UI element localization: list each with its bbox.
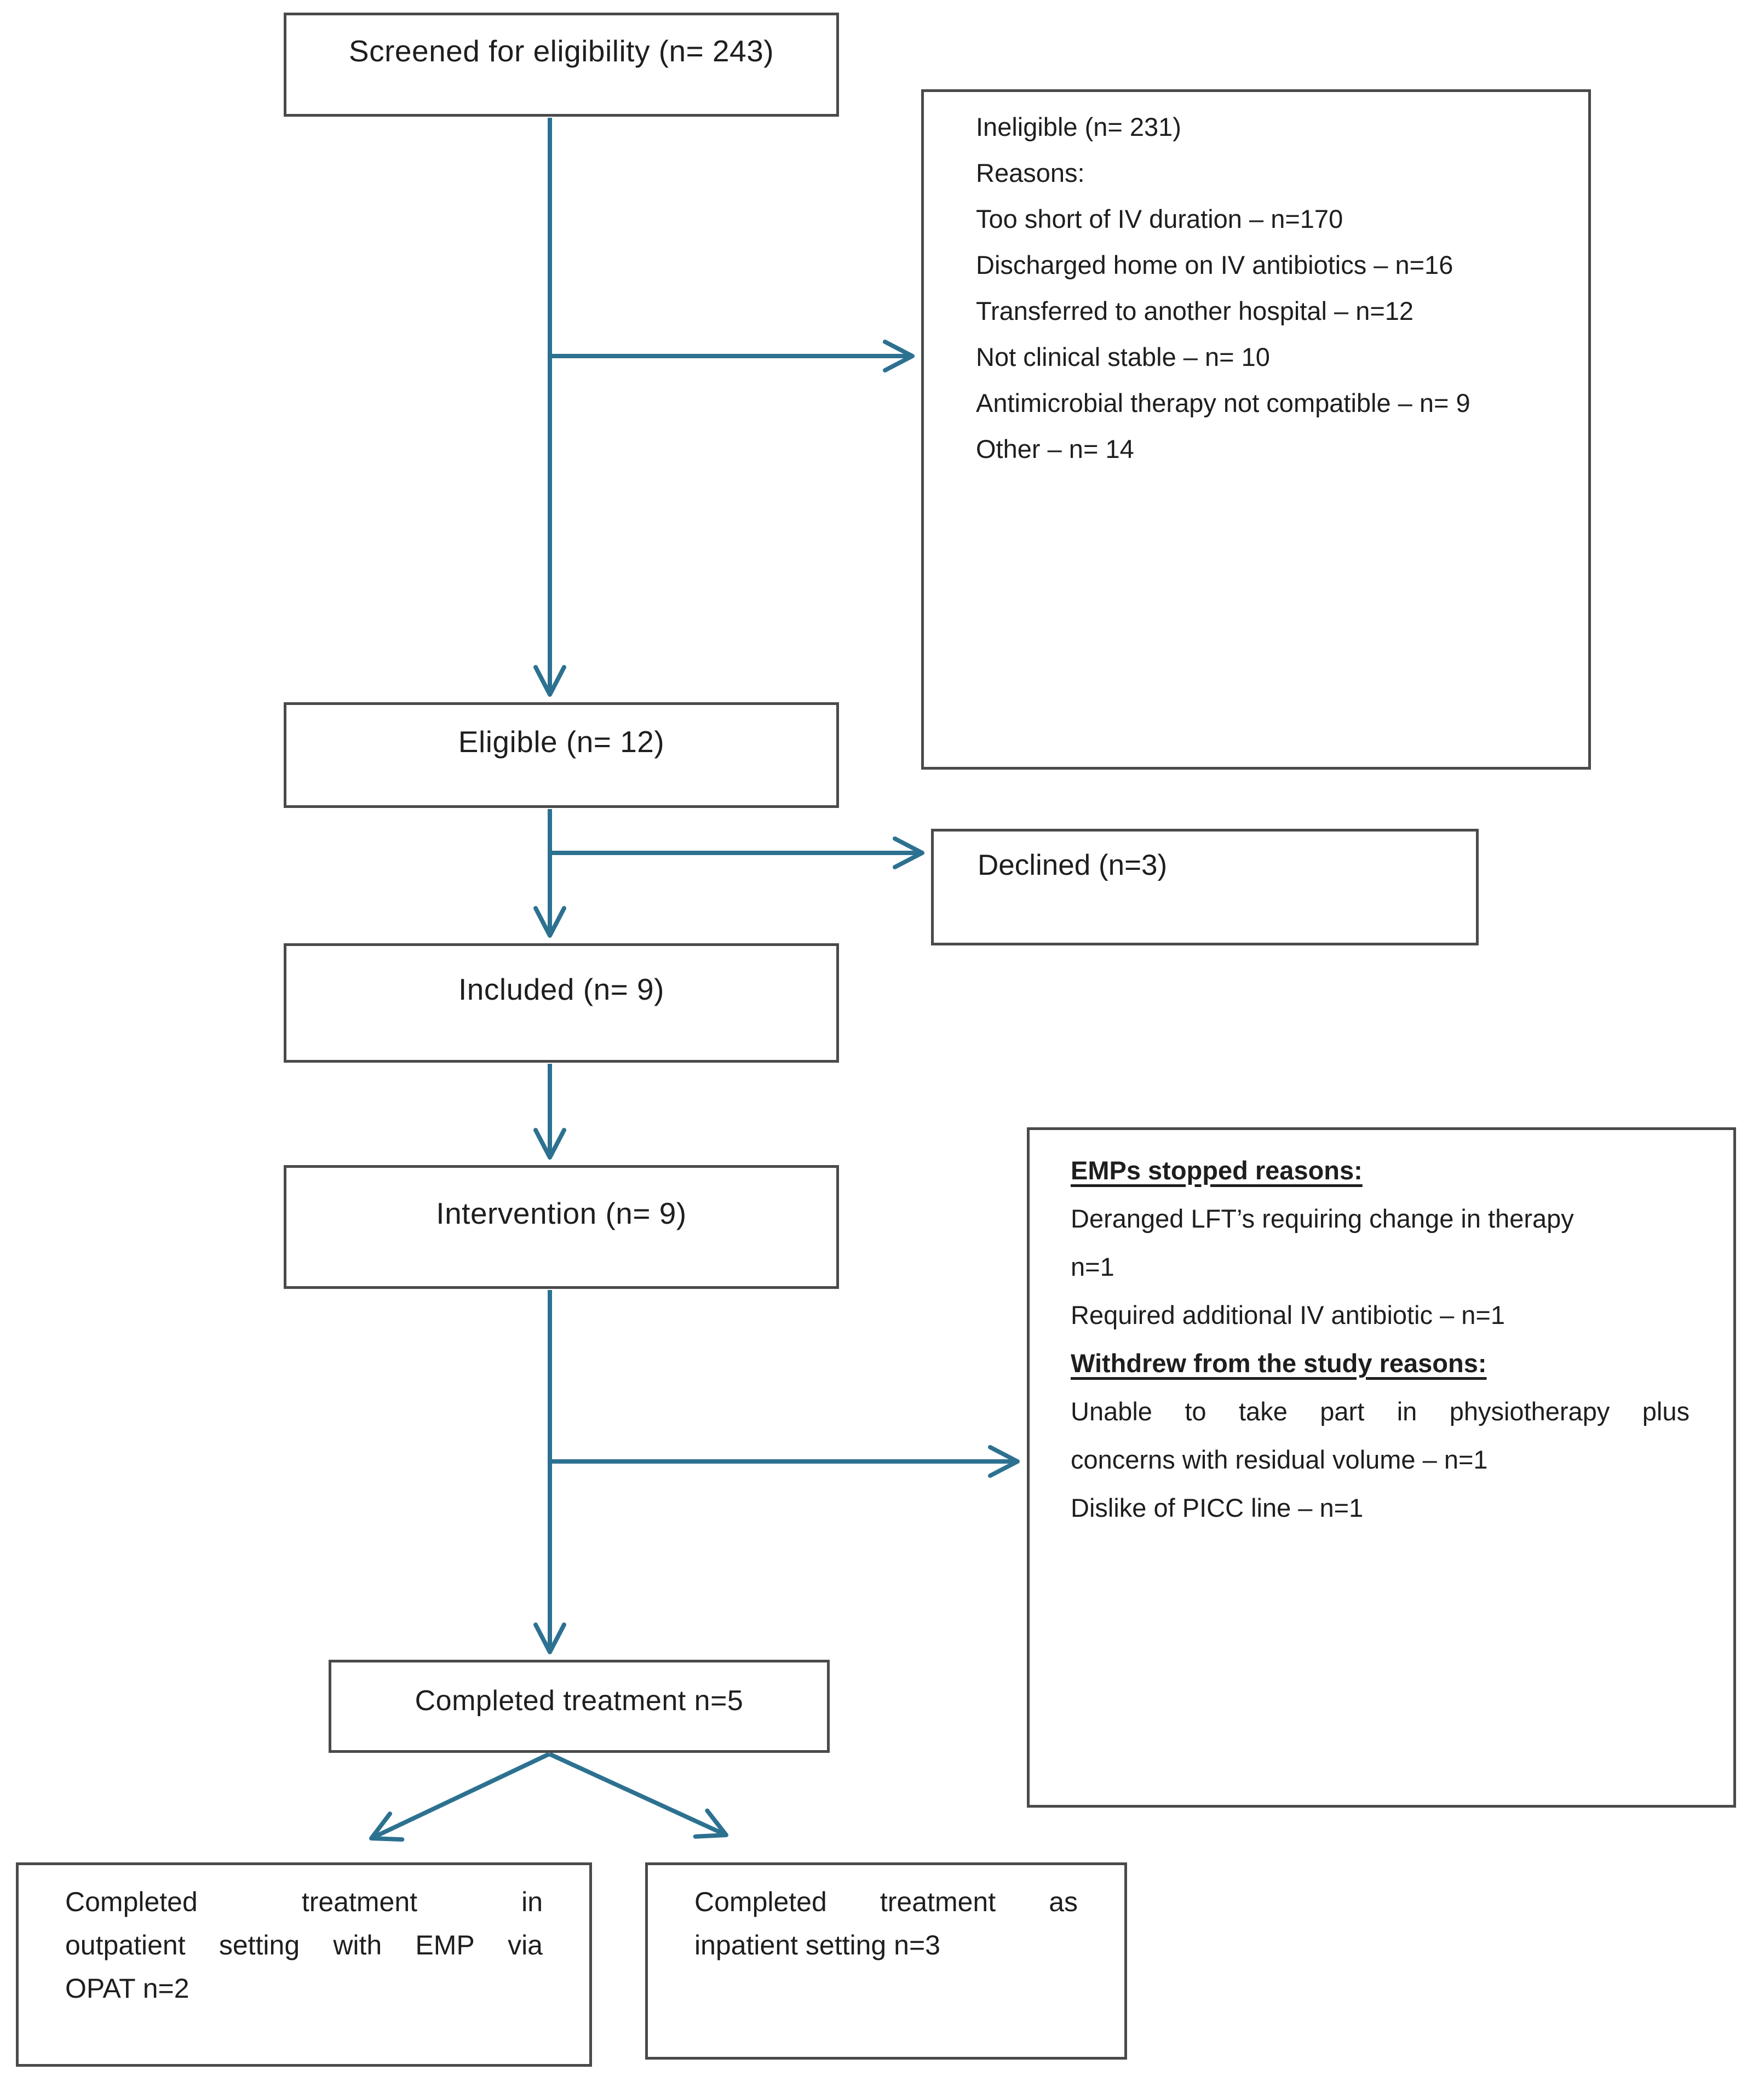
ineligible-reason-not-stable: Not clinical stable – n= 10 [976, 342, 1270, 371]
ineligible-reason-transferred: Transferred to another hospital – n=12 [976, 296, 1414, 325]
outpatient-line-2: outpatient setting with EMP via [65, 1930, 543, 1960]
ineligible-reason-other: Other – n= 14 [976, 434, 1134, 463]
ineligible-title: Ineligible (n= 231) [976, 112, 1181, 141]
emps-stopped-heading: EMPs stopped reasons: [1071, 1156, 1363, 1185]
intervention-label: Intervention (n= 9) [436, 1196, 687, 1230]
box-included: Included (n= 9) [284, 943, 839, 1063]
box-eligible: Eligible (n= 12) [284, 702, 839, 808]
inpatient-line-2: inpatient setting n=3 [694, 1930, 940, 1960]
box-completed-outpatient: Completed treatment in outpatient settin… [16, 1862, 592, 2067]
emps-reason-deranged-lft-count: n=1 [1071, 1252, 1114, 1281]
ineligible-reason-antimicrobial: Antimicrobial therapy not compatible – n… [976, 388, 1470, 417]
box-completed-treatment: Completed treatment n=5 [329, 1660, 830, 1753]
ineligible-reason-iv-duration: Too short of IV duration – n=170 [976, 204, 1343, 233]
box-intervention: Intervention (n= 9) [284, 1165, 839, 1289]
box-ineligible-reasons: Ineligible (n= 231) Reasons: Too short o… [921, 89, 1591, 770]
outpatient-line-3: OPAT n=2 [65, 1973, 189, 2004]
box-emps-withdrawal-reasons: EMPs stopped reasons: Deranged LFT’s req… [1027, 1127, 1736, 1808]
emps-reason-additional-antibiotic: Required additional IV antibiotic – n=1 [1071, 1300, 1506, 1329]
eligible-label: Eligible (n= 12) [458, 724, 665, 759]
included-label: Included (n= 9) [458, 972, 664, 1006]
box-completed-inpatient: Completed treatment as inpatient setting… [645, 1862, 1127, 2060]
declined-label: Declined (n=3) [978, 849, 1168, 881]
emps-reason-deranged-lft: Deranged LFT’s requiring change in thera… [1071, 1204, 1574, 1233]
withdrew-reason-physiotherapy: Unable to take part in physiotherapy plu… [1071, 1397, 1690, 1426]
ineligible-reason-discharged: Discharged home on IV antibiotics – n=16 [976, 250, 1453, 279]
withdrew-reason-picc-line: Dislike of PICC line – n=1 [1071, 1493, 1364, 1522]
withdrew-reason-residual-volume: concerns with residual volume – n=1 [1071, 1445, 1488, 1474]
box-declined: Declined (n=3) [931, 829, 1479, 945]
inpatient-line-1: Completed treatment as [694, 1887, 1078, 1917]
completed-treatment-label: Completed treatment n=5 [415, 1685, 744, 1717]
box-screened: Screened for eligibility (n= 243) [284, 13, 839, 117]
ineligible-reasons-heading: Reasons: [976, 158, 1085, 187]
outpatient-line-1: Completed treatment in [65, 1887, 543, 1917]
arrow-completed-to-inpatient [548, 1752, 728, 1839]
withdrew-heading: Withdrew from the study reasons: [1071, 1349, 1487, 1378]
arrow-completed-to-outpatient [369, 1752, 550, 1842]
screened-label: Screened for eligibility (n= 243) [348, 34, 774, 68]
